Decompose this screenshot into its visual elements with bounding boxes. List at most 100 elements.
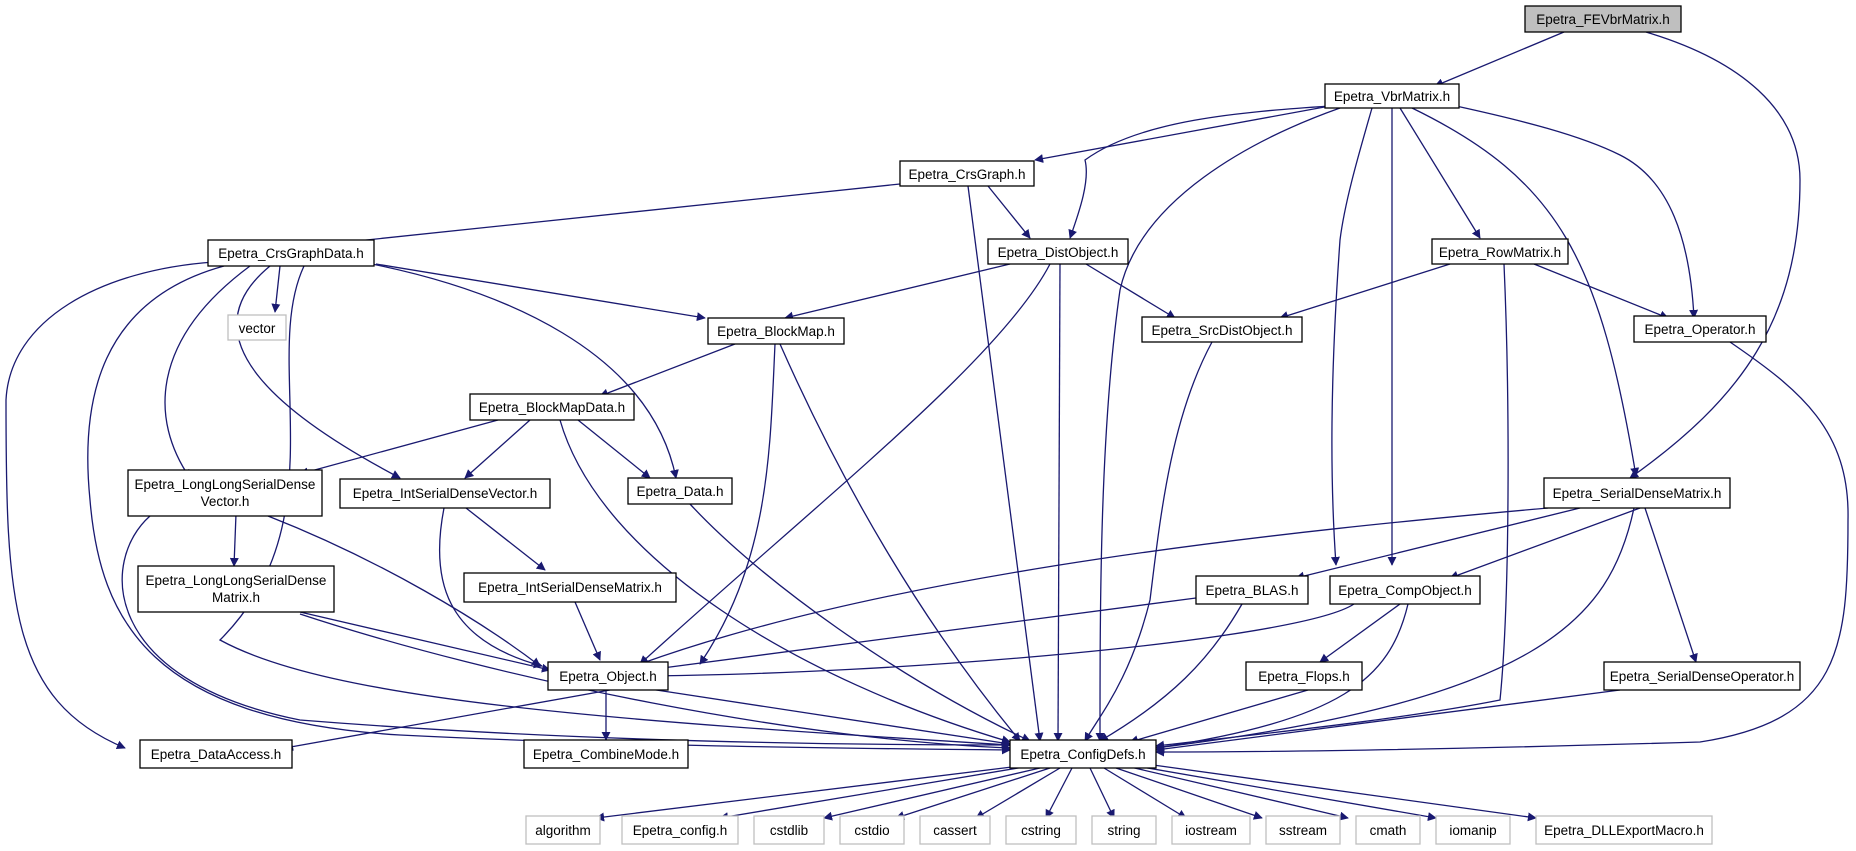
node-epetra-configdefs[interactable]: Epetra_ConfigDefs.h: [1009, 739, 1157, 769]
edge-isdv-isdm: [465, 507, 546, 571]
edge-sdm-configdefs: [1155, 507, 1635, 752]
edge-distobject-srcdist: [1085, 263, 1176, 319]
edge-sdm-compobject: [1449, 507, 1641, 580]
node-epetra-blas[interactable]: Epetra_BLAS.h: [1195, 575, 1309, 605]
edge-blockmapdata-data: [577, 419, 651, 479]
edge-crsgraphdata-dataaccess: [5, 261, 215, 750]
node-epetra-vbrmatrix[interactable]: Epetra_VbrMatrix.h: [1324, 83, 1460, 109]
edge-blockmap-configdefs: [779, 343, 1021, 742]
edge-crsgraph-distobject: [987, 185, 1031, 239]
node-epetra-blockmapdata[interactable]: Epetra_BlockMapData.h: [469, 393, 635, 421]
edge-vbr-distobject: [1068, 105, 1331, 239]
edge-isdm-object: [574, 601, 601, 661]
edge-operator-configdefs: [1155, 341, 1849, 757]
node-epetra-dataaccess[interactable]: Epetra_DataAccess.h: [139, 739, 293, 769]
edge-distobject-configdefs: [1053, 263, 1063, 742]
node-epetra-serialdensematrix[interactable]: Epetra_SerialDenseMatrix.h: [1543, 477, 1731, 509]
node-cstdlib[interactable]: cstdlib: [753, 815, 825, 845]
node-label: vector: [239, 321, 276, 336]
node-epetra-data[interactable]: Epetra_Data.h: [627, 477, 733, 505]
node-iostream[interactable]: iostream: [1171, 815, 1251, 845]
edge-configdefs-iostream: [1103, 767, 1187, 819]
node-label: Epetra_DataAccess.h: [151, 747, 282, 762]
node-cassert[interactable]: cassert: [919, 815, 991, 845]
edge-llsdv-configdefs: [121, 515, 1011, 750]
node-epetra-rowmatrix[interactable]: Epetra_RowMatrix.h: [1431, 238, 1569, 265]
node-epetra-flops[interactable]: Epetra_Flops.h: [1245, 661, 1363, 691]
node-label: Epetra_VbrMatrix.h: [1334, 89, 1450, 104]
node-label: Epetra_RowMatrix.h: [1439, 245, 1561, 260]
edge-object-dataaccess: [284, 689, 611, 752]
node-label: Epetra_config.h: [633, 823, 728, 838]
edge-configdefs-config: [719, 765, 1031, 822]
node-label: iostream: [1185, 823, 1237, 838]
node-epetra-intserialdensevector[interactable]: Epetra_IntSerialDenseVector.h: [339, 478, 551, 509]
node-iomanip[interactable]: iomanip: [1435, 815, 1511, 845]
edge-crsgraph-configdefs: [967, 185, 1044, 742]
node-epetra-fevbrmatrix[interactable]: Epetra_FEVbrMatrix.h: [1524, 5, 1682, 33]
node-epetra-dllexportmacro[interactable]: Epetra_DLLExportMacro.h: [1535, 815, 1713, 845]
edge-sdo-configdefs: [1155, 689, 1621, 754]
node-label: cassert: [933, 823, 977, 838]
edge-configdefs-iomanip: [1135, 765, 1437, 822]
edge-blockmap-object: [699, 343, 776, 665]
node-label: algorithm: [535, 823, 591, 838]
edge-distobject-blockmap: [784, 263, 1011, 321]
node-epetra-combinemode[interactable]: Epetra_CombineMode.h: [523, 739, 689, 769]
node-label: cstring: [1021, 823, 1061, 838]
node-sstream[interactable]: sstream: [1265, 815, 1341, 845]
node-epetra-srcdistobject[interactable]: Epetra_SrcDistObject.h: [1141, 316, 1303, 343]
node-label-line-1: Epetra_LongLongSerialDense: [146, 573, 327, 588]
edge-crsgraphdata-vector: [271, 265, 281, 313]
node-epetra-config[interactable]: Epetra_config.h: [621, 815, 739, 845]
edge-sdm-blas: [1295, 507, 1581, 581]
node-label-line-1: Epetra_LongLongSerialDense: [135, 477, 316, 492]
node-vector[interactable]: vector: [227, 314, 287, 341]
node-epetra-operator[interactable]: Epetra_Operator.h: [1633, 315, 1767, 343]
edge-isdv-object: [438, 507, 543, 669]
node-cstdio[interactable]: cstdio: [839, 815, 905, 845]
edge-crsgraphdata-blockmap: [375, 263, 706, 322]
node-label: Epetra_CompObject.h: [1338, 583, 1472, 598]
node-epetra-intserialdensematrix[interactable]: Epetra_IntSerialDenseMatrix.h: [463, 572, 677, 603]
node-epetra-distobject[interactable]: Epetra_DistObject.h: [987, 238, 1129, 265]
node-string[interactable]: string: [1091, 815, 1157, 845]
node-epetra-object[interactable]: Epetra_Object.h: [547, 661, 669, 691]
node-label-line-2: Matrix.h: [212, 590, 260, 605]
node-algorithm[interactable]: algorithm: [525, 815, 601, 845]
edge-blockmapdata-configdefs: [559, 419, 1011, 745]
node-label: Epetra_DistObject.h: [998, 245, 1119, 260]
node-label: Epetra_CombineMode.h: [533, 747, 679, 762]
edge-compobject-flops: [1319, 603, 1401, 663]
edge-configdefs-cmath: [1125, 765, 1349, 821]
node-label: cmath: [1370, 823, 1407, 838]
node-cmath[interactable]: cmath: [1355, 815, 1421, 845]
edge-configdefs-string: [1089, 767, 1115, 819]
edge-data-configdefs: [689, 503, 1031, 742]
edge-distobject-object: [639, 263, 1051, 665]
node-epetra-compobject[interactable]: Epetra_CompObject.h: [1329, 575, 1481, 605]
edge-configdefs-dllexport: [1145, 763, 1537, 822]
edge-fevbr-vbr: [1434, 31, 1565, 88]
node-label: Epetra_SrcDistObject.h: [1151, 323, 1292, 338]
node-label: Epetra_CrsGraph.h: [908, 167, 1025, 182]
node-epetra-crsgraph[interactable]: Epetra_CrsGraph.h: [899, 160, 1035, 187]
edge-crsgraphdata-configdefs-2: [87, 265, 1011, 755]
node-epetra-longlongserialdensematrix[interactable]: Epetra_LongLongSerialDense Matrix.h: [137, 565, 335, 613]
edge-blockmap-blockmapdata: [599, 343, 736, 398]
node-label: Epetra_Operator.h: [1644, 322, 1755, 337]
edges: [5, 31, 1849, 822]
node-label: Epetra_FEVbrMatrix.h: [1536, 12, 1670, 27]
edge-compobject-configdefs: [1155, 603, 1409, 752]
node-label: Epetra_IntSerialDenseVector.h: [353, 486, 538, 501]
node-epetra-serialdenseoperator[interactable]: Epetra_SerialDenseOperator.h: [1603, 661, 1801, 691]
node-cstring[interactable]: cstring: [1005, 815, 1077, 845]
edge-blockmapdata-isdv: [464, 419, 531, 479]
node-epetra-longlongserialdensevector[interactable]: Epetra_LongLongSerialDense Vector.h: [127, 469, 323, 517]
node-label: Epetra_BLAS.h: [1205, 583, 1298, 598]
node-label: Epetra_IntSerialDenseMatrix.h: [478, 580, 662, 595]
node-label-line-2: Vector.h: [201, 494, 250, 509]
node-epetra-crsgraphdata[interactable]: Epetra_CrsGraphData.h: [207, 239, 375, 267]
edge-flops-configdefs: [1129, 689, 1309, 745]
node-epetra-blockmap[interactable]: Epetra_BlockMap.h: [707, 317, 845, 345]
